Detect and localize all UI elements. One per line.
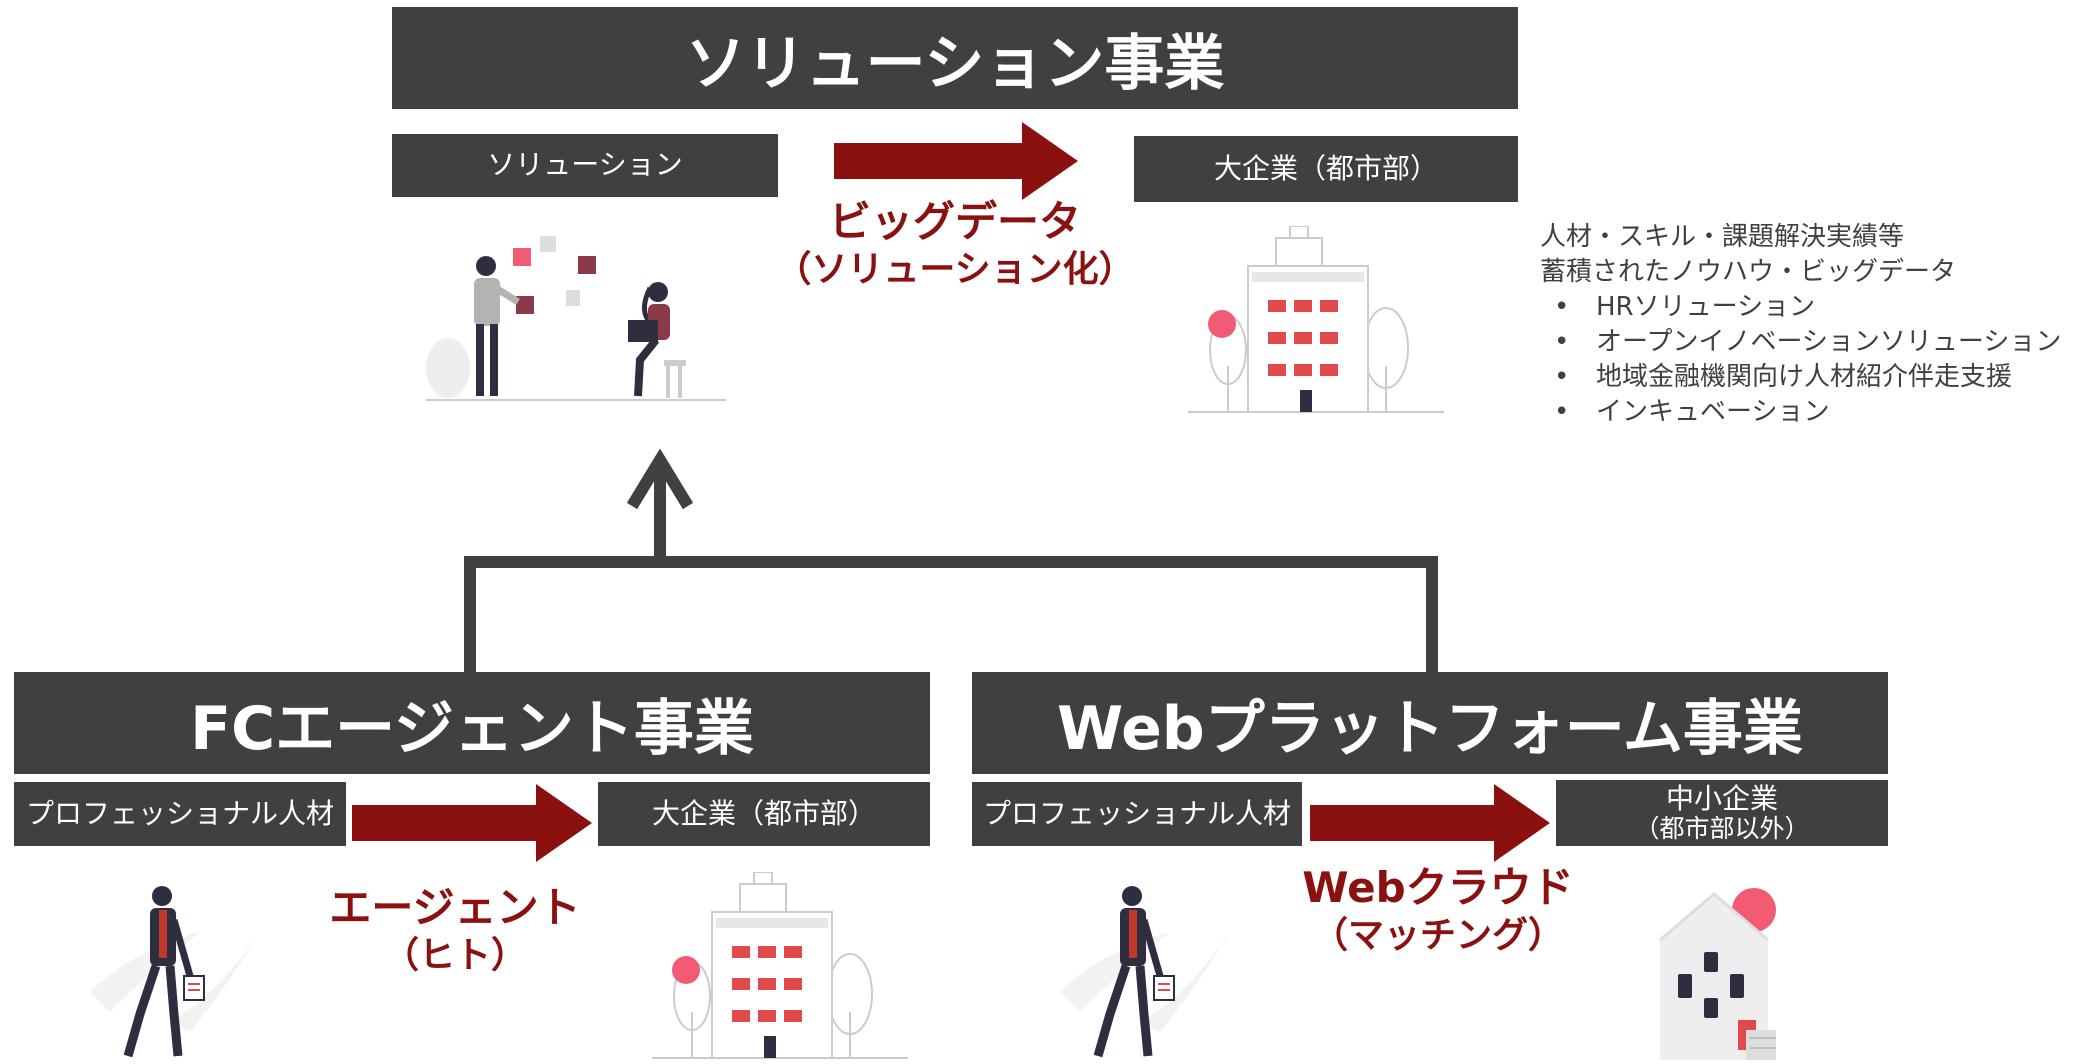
solution-flow-label: ビッグデータ — [828, 197, 1081, 246]
notes-bullet: オープンイノベーションソリューション — [1540, 325, 2070, 360]
walking-professional-icon — [1060, 886, 1230, 1058]
web-flow-label: Webクラウド — [1302, 863, 1574, 912]
web-target-subline: （都市部以外） — [1634, 813, 1810, 843]
office-building-icon — [652, 872, 908, 1059]
notes-bullet: 地域金融機関向け人材紹介伴走支援 — [1540, 360, 2070, 395]
notes-line: 人材・スキル・課題解決実績等 — [1540, 222, 1905, 252]
web-target-label: 中小企業 （都市部以外） — [1556, 780, 1888, 846]
notes-bullet-list: HRソリューション オープンイノベーションソリューション 地域金融機関向け人材紹… — [1540, 290, 2070, 430]
solution-flow-arrow — [834, 122, 1080, 200]
fc-source-label: プロフェッショナル人材 — [14, 782, 346, 846]
fc-flow-sublabel: （ヒト） — [382, 935, 527, 976]
notes-bullet: インキュベーション — [1540, 395, 2070, 430]
solution-notes: 人材・スキル・課題解決実績等 蓄積されたノウハウ・ビッグデータ HRソリューショ… — [1540, 220, 2070, 430]
web-target-line: 中小企業 — [1665, 781, 1778, 815]
web-source-label: プロフェッショナル人材 — [972, 782, 1302, 846]
web-flow-arrow — [1310, 784, 1552, 862]
team-illustration-icon — [426, 236, 726, 401]
fc-target-label: 大企業（都市部） — [598, 782, 930, 846]
web-flow-sublabel: （マッチング） — [1311, 915, 1564, 956]
solution-flow-sublabel: （ソリューション化） — [775, 249, 1135, 290]
fc-business-title: FCエージェント事業 — [14, 672, 930, 774]
fc-flow-arrow — [352, 784, 594, 862]
small-house-icon — [1659, 888, 1776, 1060]
web-business-title: Webプラットフォーム事業 — [972, 672, 1888, 774]
solution-target-label: 大企業（都市部） — [1134, 136, 1518, 202]
solution-business-title: ソリューション事業 — [392, 7, 1518, 109]
fc-flow-label: エージェント — [329, 883, 581, 932]
notes-line: 蓄積されたノウハウ・ビッグデータ — [1540, 257, 1957, 287]
office-building-icon — [1188, 226, 1444, 413]
notes-bullet: HRソリューション — [1540, 290, 2070, 325]
walking-professional-icon — [90, 886, 260, 1058]
solution-source-label: ソリューション — [392, 134, 778, 197]
